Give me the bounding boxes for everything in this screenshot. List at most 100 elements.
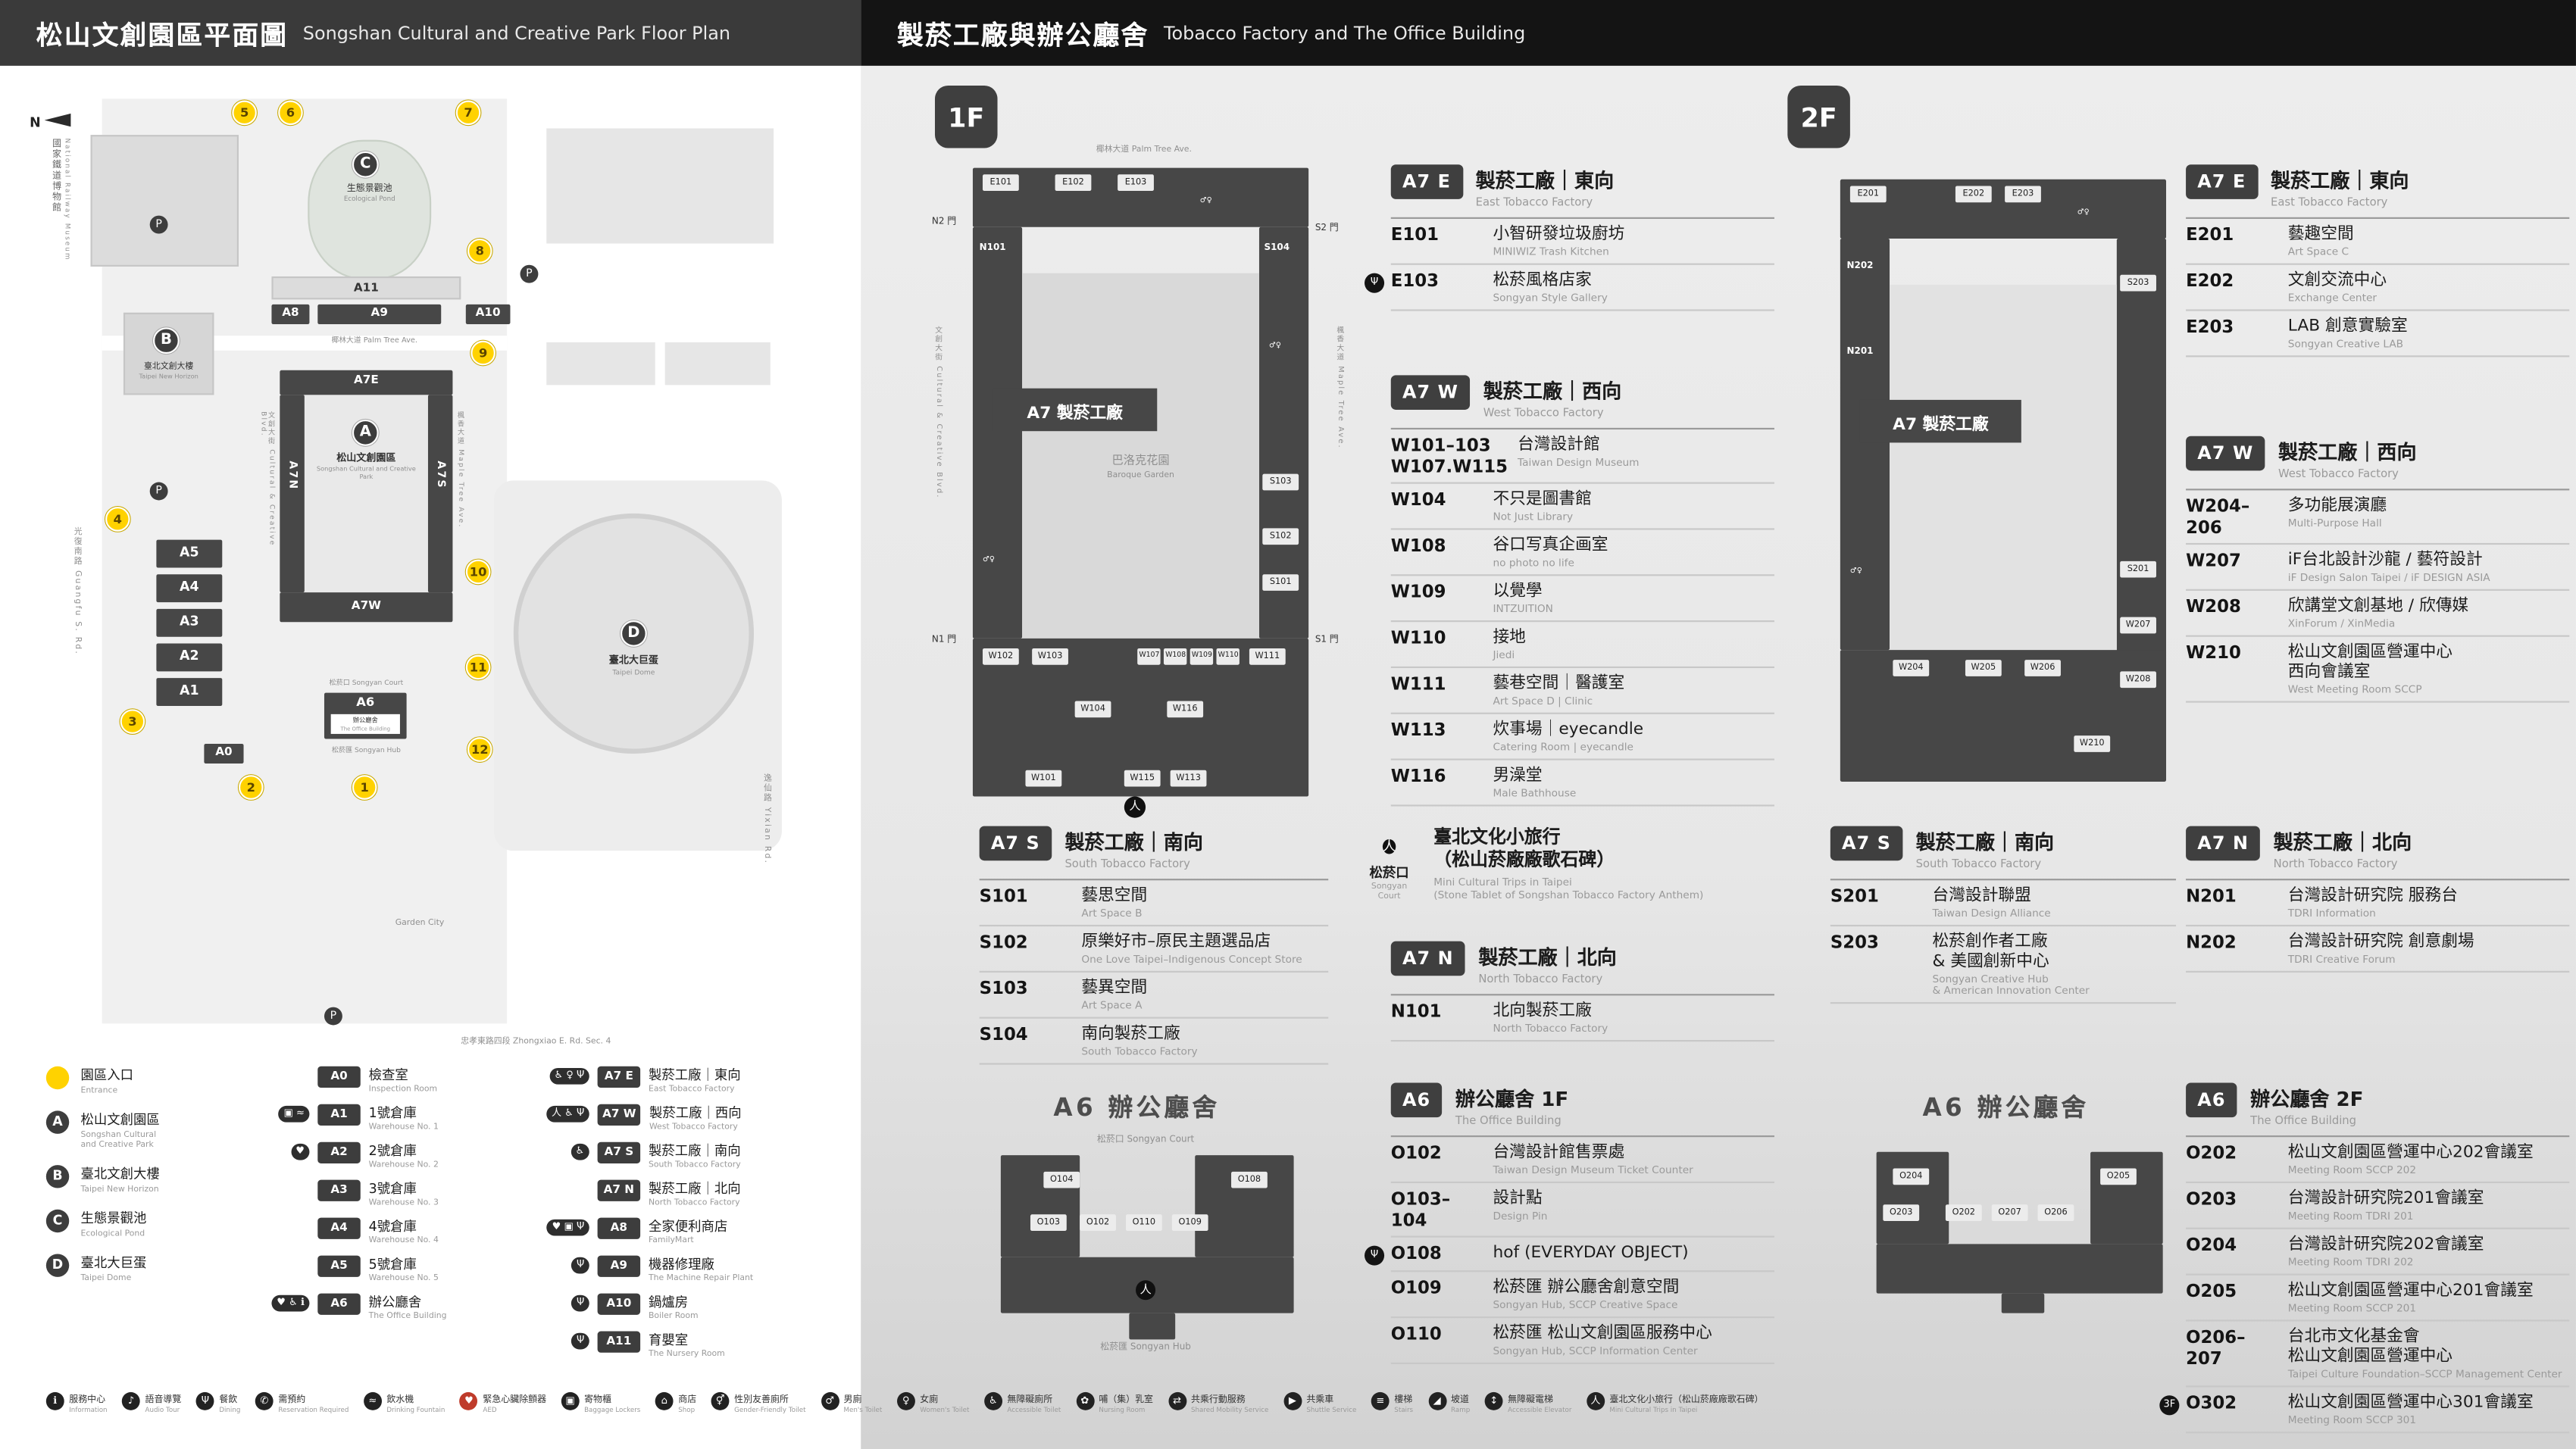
place-en: Taipei Dome xyxy=(80,1273,132,1284)
road-west-label: 光復南路 Guangfu S. Rd. xyxy=(72,526,83,655)
room-code: O103–104 xyxy=(1390,1189,1451,1231)
legend-building-code: A6 xyxy=(317,1293,361,1315)
songyan-hub-person-icon: 人 xyxy=(1136,1280,1156,1301)
section-en: West Tobacco Factory xyxy=(2278,467,2399,481)
plan-room: W111 xyxy=(1249,648,1286,665)
legend-icons: ♥ ▣ Ψ xyxy=(524,1218,589,1236)
facility-icon: ⇄ xyxy=(1168,1391,1186,1410)
entrance-zh: 園區入口 xyxy=(80,1067,133,1083)
room-zh: 多功能展演廳 xyxy=(2287,497,2387,515)
gate-n2: N2 門 xyxy=(931,217,957,227)
room-zh: 台灣設計館 xyxy=(1518,436,1600,454)
entrance-8: 8 xyxy=(467,239,492,264)
map-label-a10: A10 xyxy=(475,306,501,320)
room-code: O202 xyxy=(2186,1143,2237,1163)
gate-s2: S2 門 xyxy=(1315,223,1339,234)
facility-item: 人 臺北文化小旅行（松山菸廠廠歌石碑）Mini Cultural Trips i… xyxy=(1586,1391,1764,1414)
facility-zh: 無障礙電梯 xyxy=(1508,1395,1553,1406)
room-en: TDRI Creative Forum xyxy=(2287,954,2396,967)
room-zh: 南向製菸工廠 xyxy=(1081,1025,1180,1044)
entrance-7: 7 xyxy=(455,100,481,126)
room-en: Not Just Library xyxy=(1493,512,1574,524)
plan-room: W207 xyxy=(2120,617,2156,634)
room-list: O202 松山文創園區營運中心202會議室 Meeting Room SCCP 2… xyxy=(2159,1137,2570,1434)
marker-a: A xyxy=(352,419,379,446)
plan-room: N101 xyxy=(979,243,1006,254)
plan-room: O206 xyxy=(2037,1204,2074,1221)
railway-museum-block xyxy=(90,135,239,267)
facility-zh: 無障礙廁所 xyxy=(1007,1395,1053,1406)
map-building-a9: A9 xyxy=(317,304,442,324)
room-en: TDRI Information xyxy=(2287,908,2376,920)
room-en: Multi-Purpose Hall xyxy=(2287,518,2382,530)
plan-room: W210 xyxy=(2074,735,2111,752)
legend-building-en: Warehouse No. 3 xyxy=(368,1198,439,1208)
entrance-legend-icon xyxy=(45,1066,70,1090)
legend-building-zh: 1號倉庫 xyxy=(368,1105,417,1121)
facility-zh: 商店 xyxy=(678,1395,697,1406)
room-zh: 松山文創園區營運中心202會議室 xyxy=(2287,1143,2534,1162)
place-en: Ecological Pond xyxy=(80,1229,145,1239)
room-en: West Meeting Room SCCP xyxy=(2287,685,2422,697)
room-code: W109 xyxy=(1390,582,1446,603)
railway-museum-label-zh: 國家鐵道博物館 xyxy=(50,138,61,214)
room-en: XinForum / XinMedia xyxy=(2287,619,2396,631)
legend-mini-icons: ♥ ▣ Ψ xyxy=(547,1219,589,1236)
room-en: Meeting Room SCCP 202 xyxy=(2287,1165,2417,1177)
legend-mini-icons: ♿ xyxy=(571,1143,589,1160)
plan-room: E102 xyxy=(1055,174,1092,192)
map-label-a9: A9 xyxy=(370,306,388,320)
room-en: Jiedi xyxy=(1493,650,1515,662)
plan-room: O204 xyxy=(1893,1168,1930,1185)
section-zh: 製菸工廠｜西向 xyxy=(1483,379,1622,404)
room-zh: 松菸風格店家 xyxy=(1493,271,1592,290)
legend-icons: Ψ xyxy=(524,1332,589,1350)
plan-room: O203 xyxy=(1883,1204,1920,1221)
facility-en: Mini Cultural Trips in Taipei xyxy=(1609,1405,1698,1414)
section-en: The Office Building xyxy=(2250,1113,2357,1128)
legend-building-zh: 製菸工廠｜西向 xyxy=(649,1105,742,1121)
legend-building-zh: 5號倉庫 xyxy=(368,1257,417,1273)
plan-room: N202 xyxy=(1846,261,1874,272)
legend-building-zh: 製菸工廠｜北向 xyxy=(648,1181,741,1197)
plan1-street-left: 文創大街 Cultural & Creative Blvd. xyxy=(933,326,943,499)
room-code: W116 xyxy=(1390,767,1446,787)
room-zh: 松山文創園區營運中心 西向會議室 xyxy=(2287,643,2453,682)
plan-room: O202 xyxy=(1945,1204,1982,1221)
legend-mini-icons: Ψ xyxy=(571,1332,589,1350)
entrance-9: 9 xyxy=(470,340,496,366)
legend-building-en: South Tobacco Factory xyxy=(648,1160,741,1170)
facility-icon: ✿ xyxy=(1075,1391,1094,1410)
header-right: 製菸工廠與辦公廳舍 Tobacco Factory and The Office… xyxy=(861,0,2576,66)
facility-en: Audio Tour xyxy=(145,1405,180,1414)
map-label-a7w: A7W xyxy=(351,598,381,613)
floor-1f-badge: 1F xyxy=(934,85,998,148)
north-arrow: N xyxy=(30,102,70,133)
marker-b: B xyxy=(153,327,180,354)
facility-icon: ↕ xyxy=(1484,1391,1503,1410)
section-code: A7 S xyxy=(1830,826,1903,861)
room-row: O202 松山文創園區營運中心202會議室 Meeting Room SCCP 2… xyxy=(2186,1137,2570,1184)
room-code: O110 xyxy=(1390,1324,1442,1344)
court-zh: 臺北文化小旅行 （松山菸廠廠歌石碑） xyxy=(1433,826,1615,871)
legend-building-zh: 鍋爐房 xyxy=(648,1294,689,1310)
facility-zh: 飲水機 xyxy=(386,1395,414,1406)
legend-building-zh: 4號倉庫 xyxy=(368,1219,417,1235)
